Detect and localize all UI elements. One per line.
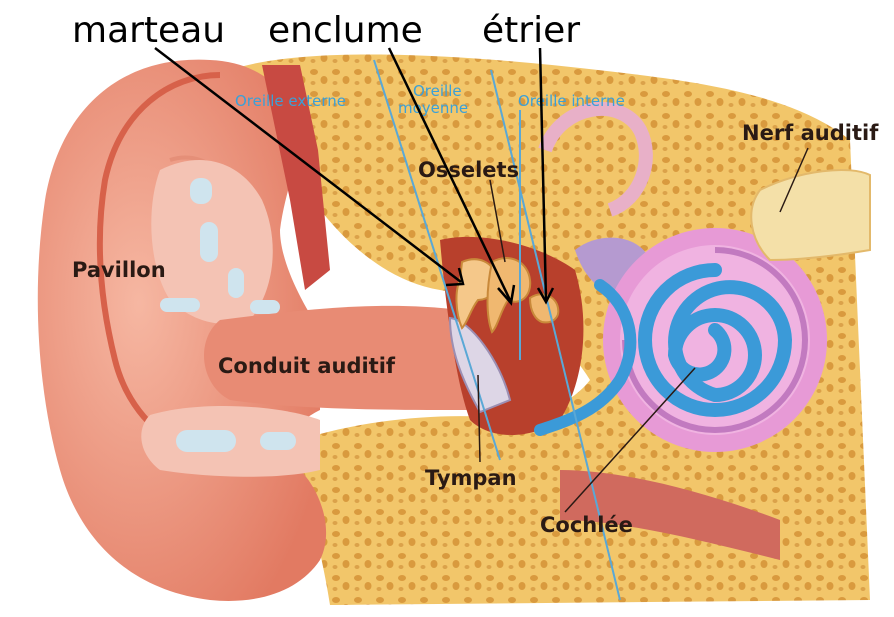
oreille-moyenne-label-line2: moyenne: [398, 99, 468, 117]
cochlee-label: Cochlée: [540, 513, 633, 537]
marteau-label: marteau: [72, 10, 225, 51]
nerf-auditif-label: Nerf auditif: [742, 121, 879, 145]
oreille-externe-label: Oreille externe: [235, 92, 346, 110]
etrier-label: étrier: [482, 10, 580, 51]
osselets-label: Osselets: [418, 158, 519, 182]
oreille-moyenne-label-line1: Oreille: [413, 82, 462, 100]
pavillon-label: Pavillon: [72, 258, 166, 282]
conduit-auditif-label: Conduit auditif: [218, 354, 396, 378]
tympan-label: Tympan: [425, 466, 517, 490]
oreille-interne-label: Oreille interne: [518, 92, 625, 110]
enclume-label: enclume: [268, 10, 423, 51]
